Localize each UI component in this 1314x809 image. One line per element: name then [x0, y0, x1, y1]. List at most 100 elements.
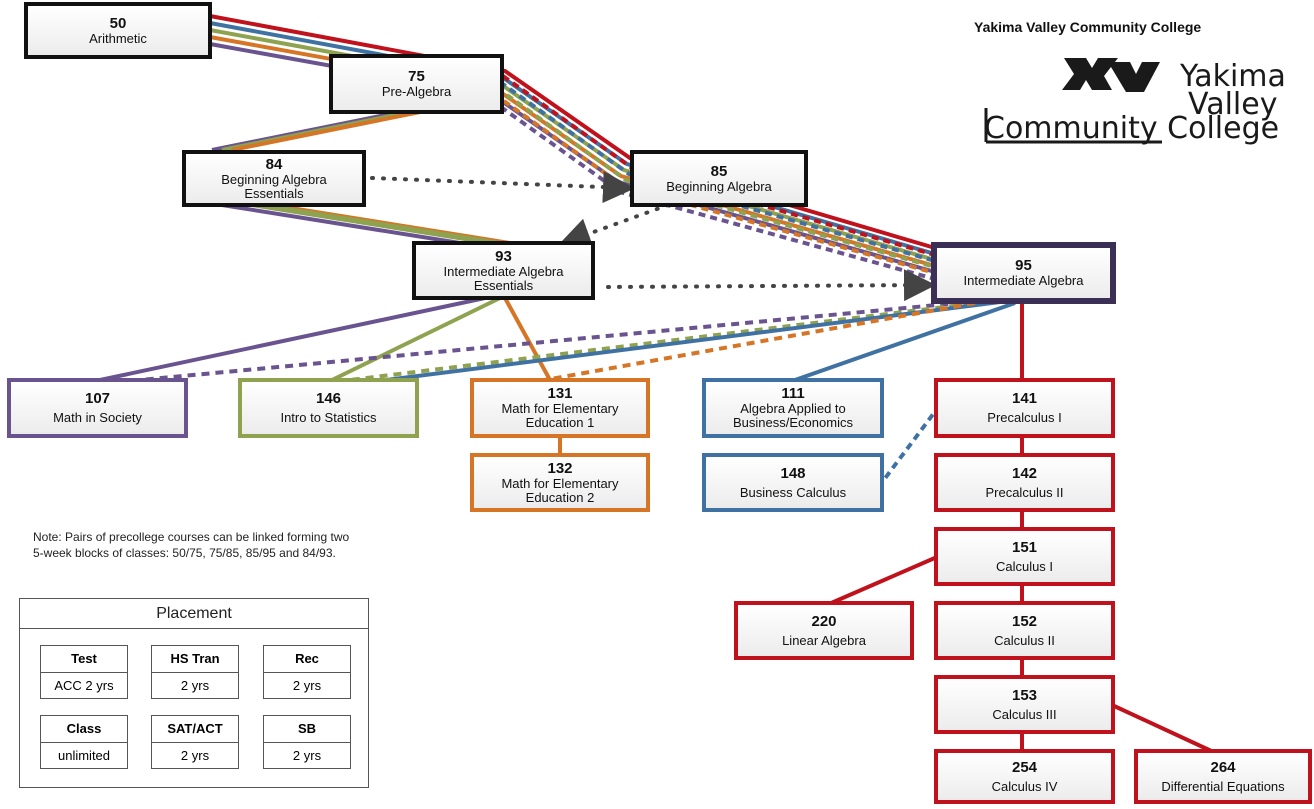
path-93-to-107: [99, 296, 486, 382]
placement-value: 2 yrs: [180, 748, 210, 763]
course-107: 107 Math in Society: [7, 378, 188, 438]
path-153-to-264: [1111, 703, 1221, 757]
placement-label: Test: [41, 646, 127, 673]
placement-item-sat-act: SAT/ACT 2 yrs: [151, 715, 239, 769]
svg-text:Community College: Community College: [984, 111, 1279, 146]
placement-label: SB: [264, 716, 350, 743]
path-141-to-148-dashed: [878, 403, 942, 487]
course-title: Intro to Statistics: [280, 410, 377, 425]
placement-item-sb: SB 2 yrs: [263, 715, 351, 769]
course-254: 254 Calculus IV: [934, 749, 1115, 804]
course-title: Beginning Algebra Essentials: [221, 171, 327, 201]
path-84-to-93: [221, 203, 511, 245]
path-95-to-131-dashed: [544, 301, 976, 382]
course-131: 131 Math for Elementary Education 1: [470, 378, 650, 438]
course-151: 151 Calculus I: [934, 527, 1115, 586]
course-title: Math for Elementary Education 1: [501, 401, 619, 430]
course-153: 153 Calculus III: [934, 675, 1115, 734]
course-title: Calculus IV: [991, 778, 1058, 794]
course-number: 131: [547, 385, 573, 402]
course-85: 85 Beginning Algebra: [630, 150, 808, 207]
placement-item-class: Class unlimited: [40, 715, 128, 769]
course-number: 148: [780, 464, 806, 482]
path-95-to-146: [369, 300, 1001, 384]
course-title: Arithmetic: [89, 30, 147, 46]
course-number: 95: [1015, 257, 1032, 274]
svg-text:Yakima: Yakima: [1179, 59, 1286, 94]
course-number: 132: [547, 459, 573, 477]
course-152: 152 Calculus II: [934, 601, 1115, 660]
course-93: 93 Intermediate Algebra Essentials: [412, 241, 595, 300]
linking-note: Note: Pairs of precollege courses can be…: [33, 530, 350, 560]
course-number: 220: [811, 612, 837, 630]
course-number: 50: [109, 14, 127, 32]
path-95-to-107-dashed: [139, 298, 991, 382]
course-title: Math in Society: [53, 410, 142, 425]
course-141: 141 Precalculus I: [934, 378, 1115, 438]
course-title: Beginning Algebra: [666, 178, 772, 194]
course-number: 152: [1011, 612, 1038, 630]
course-number: 93: [495, 247, 512, 265]
course-title: Business Calculus: [739, 484, 847, 500]
course-number: 151: [1011, 538, 1038, 556]
path-95-to-146-dashed: [349, 300, 986, 382]
placement-label: SAT/ACT: [152, 716, 238, 743]
placement-value: ACC 2 yrs: [54, 678, 114, 693]
course-title: Math for Elementary Education 2: [501, 475, 619, 505]
course-148: 148 Business Calculus: [702, 453, 884, 512]
path-93-to-131: [503, 297, 552, 381]
course-title: Precalculus II: [985, 484, 1064, 500]
placement-item-rec: Rec 2 yrs: [263, 645, 351, 699]
course-number: 142: [1011, 464, 1038, 482]
dotted-arrow-93-to-95: [606, 269, 936, 302]
course-142: 142 Precalculus II: [934, 453, 1115, 512]
course-number: 111: [781, 385, 805, 402]
course-264: 264 Differential Equations: [1134, 749, 1312, 804]
course-number: 254: [1011, 758, 1038, 776]
placement-value: 2 yrs: [292, 678, 322, 693]
placement-item-hs-tran: HS Tran 2 yrs: [151, 645, 239, 699]
course-number: 75: [408, 68, 425, 85]
path-50-to-95: [209, 14, 936, 274]
path-75-to-84: [211, 110, 421, 152]
placement-label: HS Tran: [152, 646, 238, 673]
placement-item-test: Test ACC 2 yrs: [40, 645, 128, 699]
placement-label: Class: [41, 716, 127, 743]
placement-value: 2 yrs: [180, 678, 210, 693]
course-number: 264: [1210, 758, 1236, 776]
course-title: Calculus III: [992, 706, 1057, 722]
course-132: 132 Math for Elementary Education 2: [470, 453, 650, 512]
dotted-arrow-85-to-93: [558, 203, 670, 249]
course-title: Precalculus I: [987, 410, 1062, 425]
course-number: 84: [265, 155, 283, 173]
course-title: Calculus I: [995, 558, 1054, 574]
placement-table: Placement Test ACC 2 yrs HS Tran 2 yrs R…: [19, 598, 369, 788]
course-146: 146 Intro to Statistics: [238, 378, 419, 438]
path-93-to-146: [331, 296, 501, 382]
course-75: 75 Pre-Algebra: [329, 54, 504, 114]
path-95-to-111: [794, 301, 1016, 382]
path-151-to-220: [821, 555, 938, 609]
course-number: 146: [315, 390, 342, 407]
dotted-arrow-84-to-85: [370, 171, 635, 204]
placement-title: Placement: [20, 599, 368, 629]
course-111: 111 Algebra Applied to Business/Economic…: [702, 378, 884, 438]
college-name: Yakima Valley Community College: [974, 19, 1202, 35]
placement-value: unlimited: [57, 748, 111, 763]
course-title: Pre-Algebra: [381, 84, 452, 99]
course-220: 220 Linear Algebra: [734, 601, 914, 660]
course-84: 84 Beginning Algebra Essentials: [182, 150, 366, 207]
placement-value: 2 yrs: [292, 748, 322, 763]
course-number: 107: [84, 390, 111, 407]
course-title: Differential Equations: [1161, 778, 1285, 794]
course-95: 95 Intermediate Algebra: [931, 242, 1116, 304]
course-title: Linear Algebra: [782, 632, 866, 648]
course-number: 141: [1011, 390, 1038, 407]
course-title: Algebra Applied to Business/Economics: [733, 401, 853, 430]
svg-text:Valley: Valley: [1188, 87, 1277, 122]
course-number: 153: [1011, 686, 1038, 704]
course-title: Intermediate Algebra Essentials: [443, 263, 564, 293]
placement-label: Rec: [264, 646, 350, 673]
course-50: 50 Arithmetic: [24, 2, 212, 59]
college-logo: Yakima Valley Community College: [984, 58, 1286, 146]
